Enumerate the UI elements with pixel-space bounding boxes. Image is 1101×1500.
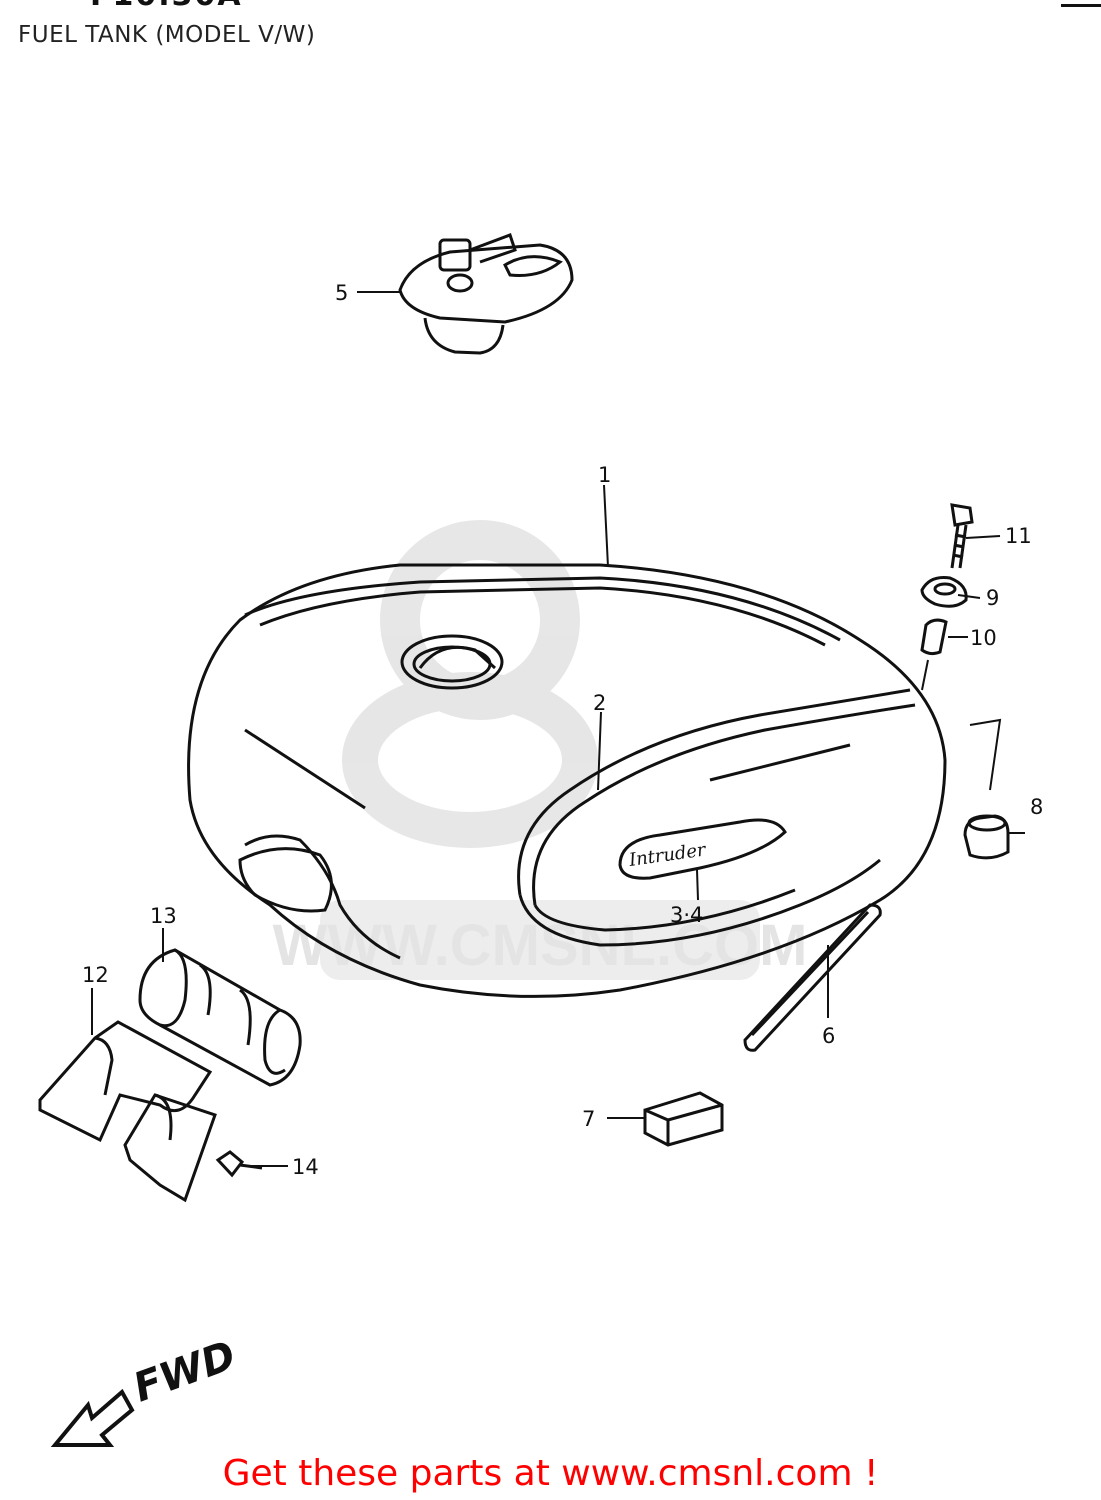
- spacer: [920, 618, 948, 656]
- tank-mount-cushion: [963, 814, 1010, 860]
- tank-cushion-strip: [743, 903, 882, 1052]
- callout-5: 5: [335, 281, 348, 305]
- rubber-cushion: [138, 948, 302, 1087]
- bolt: [950, 503, 974, 569]
- tank-emblem: Intruder: [618, 818, 787, 880]
- callout-12: 12: [82, 963, 109, 987]
- washer: [920, 576, 968, 608]
- leader-lines: [91, 291, 1025, 1167]
- diagram-title: FUEL TANK (MODEL V/W): [18, 22, 316, 48]
- corner-mark: [1061, 0, 1101, 7]
- callout-8: 8: [1030, 795, 1043, 819]
- forward-arrow-icon: [50, 1388, 135, 1447]
- screw: [215, 1150, 263, 1178]
- callout-2: 2: [593, 691, 606, 715]
- callout-7: 7: [582, 1107, 595, 1131]
- callout-6: 6: [822, 1024, 835, 1048]
- forward-direction-indicator: FWD: [50, 1332, 242, 1447]
- callout-10: 10: [970, 626, 997, 650]
- callout-9: 9: [986, 586, 999, 610]
- fuel-tank: [187, 563, 947, 998]
- fuel-cap: [398, 233, 574, 355]
- tank-side-stripe: [517, 688, 916, 947]
- callout-13: 13: [150, 904, 177, 928]
- callout-1: 1: [598, 463, 611, 487]
- emblem-label: Intruder: [627, 839, 708, 871]
- callout-14: 14: [292, 1155, 319, 1179]
- callout-3-4: 3·4: [670, 903, 703, 927]
- cushion-block: [643, 1091, 724, 1147]
- footer-link-text[interactable]: Get these parts at www.cmsnl.com !: [222, 1453, 879, 1494]
- callout-11: 11: [1005, 524, 1032, 548]
- watermark-logo: WWW.CMSNL.COM: [273, 520, 807, 980]
- forward-label: FWD: [128, 1332, 242, 1411]
- mounting-bracket: [38, 1020, 217, 1203]
- figure-code: F10.30A: [90, 0, 243, 13]
